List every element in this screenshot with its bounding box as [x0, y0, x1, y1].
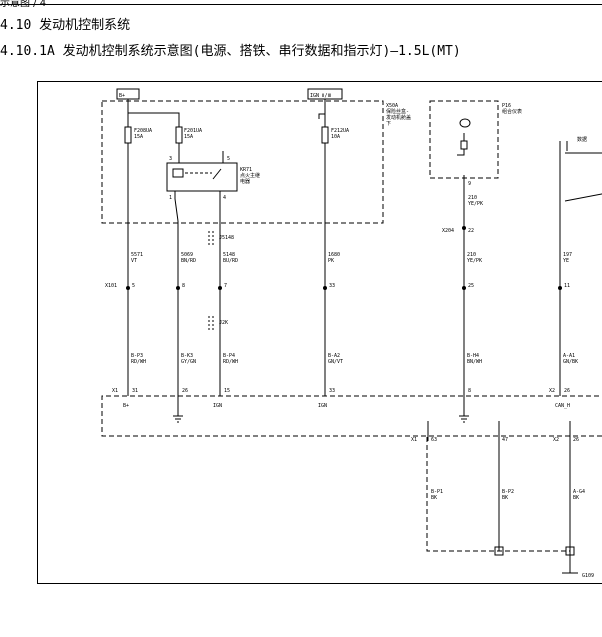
x1-pin5: 8: [468, 388, 471, 394]
gnd-wire1-color: BK: [431, 495, 437, 501]
fuse1-name: F208UA: [134, 128, 152, 134]
relay-pin1: 1: [169, 195, 172, 201]
x50a-line2: 保险丝盒-: [386, 108, 409, 115]
x204-pin: 22: [468, 228, 474, 234]
x101-pin6: 11: [564, 283, 570, 289]
relay-name: KR71: [240, 167, 252, 173]
subsection-title: 4.10.1A 发动机控制系统示意图(电源、搭铁、串行数据和指示灯)—1.5L(…: [0, 44, 461, 59]
splice-j5148: J5148: [219, 235, 234, 241]
x50a-line4: 下: [386, 121, 391, 127]
wire-u1-circuit: 5571: [131, 252, 143, 258]
wire-l2-color: GY/GN: [181, 359, 196, 365]
x1-pin1: 31: [132, 388, 138, 394]
fuse1-amp: 15A: [134, 134, 143, 140]
relay-pin5: 5: [227, 156, 230, 162]
wire-u5-circuit: 210: [467, 252, 476, 258]
x2-label: X2: [549, 388, 555, 394]
fuse-f208ua: [124, 126, 132, 144]
gnd-wire1-circuit: B-P1: [431, 489, 443, 495]
x50a-line1: X50A: [386, 103, 398, 109]
fusebox-outline: [101, 100, 384, 224]
x101-label: X101: [105, 283, 117, 289]
ecm-label-bplus: B+: [123, 403, 129, 409]
gnd-pin1: 63: [431, 437, 437, 443]
ecm-outline: [101, 395, 602, 437]
wire-l1-color: RD/WH: [131, 359, 146, 365]
ecm-label-ign1: IGN: [213, 403, 222, 409]
fuse3-amp: 10A: [331, 134, 340, 140]
ground-bus: [426, 437, 570, 552]
wire-l6-color: GN/BK: [563, 359, 578, 365]
x101-pin3: 7: [224, 283, 227, 289]
diagram-frame: [37, 81, 602, 584]
x2-pin: 26: [564, 388, 570, 394]
fuse3-name: F212UA: [331, 128, 349, 134]
gnd-wire2-circuit: B-P2: [502, 489, 514, 495]
wire-u6-color: YE: [563, 258, 569, 264]
ground-point-label: G109: [582, 573, 594, 579]
relay-kr71: [166, 162, 238, 192]
wire-l4-color: GN/VT: [328, 359, 343, 365]
wire-u5-color: YE/PK: [467, 258, 482, 264]
wire-u6-circuit: 197: [563, 252, 572, 258]
section-title: 4.10 发动机控制系统: [0, 18, 131, 33]
x1-pin2: 26: [182, 388, 188, 394]
gnd-wire3-color: BK: [573, 495, 579, 501]
wiring-diagram: B+ IGN Ⅱ/Ⅲ X50A 保险丝盒- 发动机舱盖 下 P16 组合仪表 数…: [101, 88, 602, 579]
wire-l1-circuit: B-P3: [131, 353, 143, 359]
p16-pin: 9: [468, 181, 471, 187]
wire-u1-color: VT: [131, 258, 137, 264]
x101-pin: [126, 286, 130, 290]
ign-label: IGN Ⅱ/Ⅲ: [310, 93, 331, 99]
p16-desc: 组合仪表: [502, 108, 522, 115]
header-rule: [0, 4, 602, 5]
gnd-pin3: 26: [573, 437, 579, 443]
p16-wire-circuit: 210: [468, 195, 477, 201]
x1-pin3: 15: [224, 388, 230, 394]
x101-pin2: 8: [182, 283, 185, 289]
ecm-label-ign2: IGN: [318, 403, 327, 409]
gnd-wire3-circuit: A-G4: [573, 489, 585, 495]
wire-u3-circuit: 5148: [223, 252, 235, 258]
wire-l2-circuit: B-K3: [181, 353, 193, 359]
p16-name: P16: [502, 103, 511, 109]
wire-l5-circuit: B-H4: [467, 353, 479, 359]
x101-pin1: 5: [132, 283, 135, 289]
wire-l3-circuit: B-P4: [223, 353, 235, 359]
fuse-f201ua: [175, 126, 183, 144]
x101-pin4: 33: [329, 283, 335, 289]
relay-pin3: 3: [169, 156, 172, 162]
x101-pin5: 25: [468, 283, 474, 289]
fuse2-amp: 15A: [184, 134, 193, 140]
fuse2-name: F201UA: [184, 128, 202, 134]
gnd-pin2: 47: [502, 437, 508, 443]
wire-l6-circuit: A-A1: [563, 353, 575, 359]
p16-wire-color: YE/PK: [468, 201, 483, 207]
wire-u2-color: BN/RD: [181, 258, 196, 264]
wire-l3-color: RD/WH: [223, 359, 238, 365]
x1-pin4: 33: [329, 388, 335, 394]
relay-pin4: 4: [223, 195, 226, 201]
gnd-pin1-conn: X1: [411, 437, 417, 443]
bplus-label: B+: [119, 93, 125, 99]
gnd-wire2-color: BK: [502, 495, 508, 501]
x204-label: X204: [442, 228, 454, 234]
relay-desc2: 电器: [240, 178, 250, 185]
x1-label: X1: [112, 388, 118, 394]
wire-u3-color: BU/RD: [223, 258, 238, 264]
splice-j2k: J2K: [219, 320, 228, 326]
wire-l5-color: BN/WH: [467, 359, 482, 365]
partial-module-label: 数据: [577, 136, 587, 143]
gnd-pin3-conn: X2: [553, 437, 559, 443]
ecm-label-canh: CAN_H: [555, 403, 570, 409]
wire-l4-circuit: B-A2: [328, 353, 340, 359]
fuse-f212ua: [321, 126, 329, 144]
wire-u4-color: PK: [328, 258, 334, 264]
x50a-line3: 发动机舱盖: [386, 114, 411, 121]
wire-u4-circuit: 1680: [328, 252, 340, 258]
wire-u2-circuit: 5069: [181, 252, 193, 258]
relay-desc1: 点火主继: [240, 172, 260, 179]
